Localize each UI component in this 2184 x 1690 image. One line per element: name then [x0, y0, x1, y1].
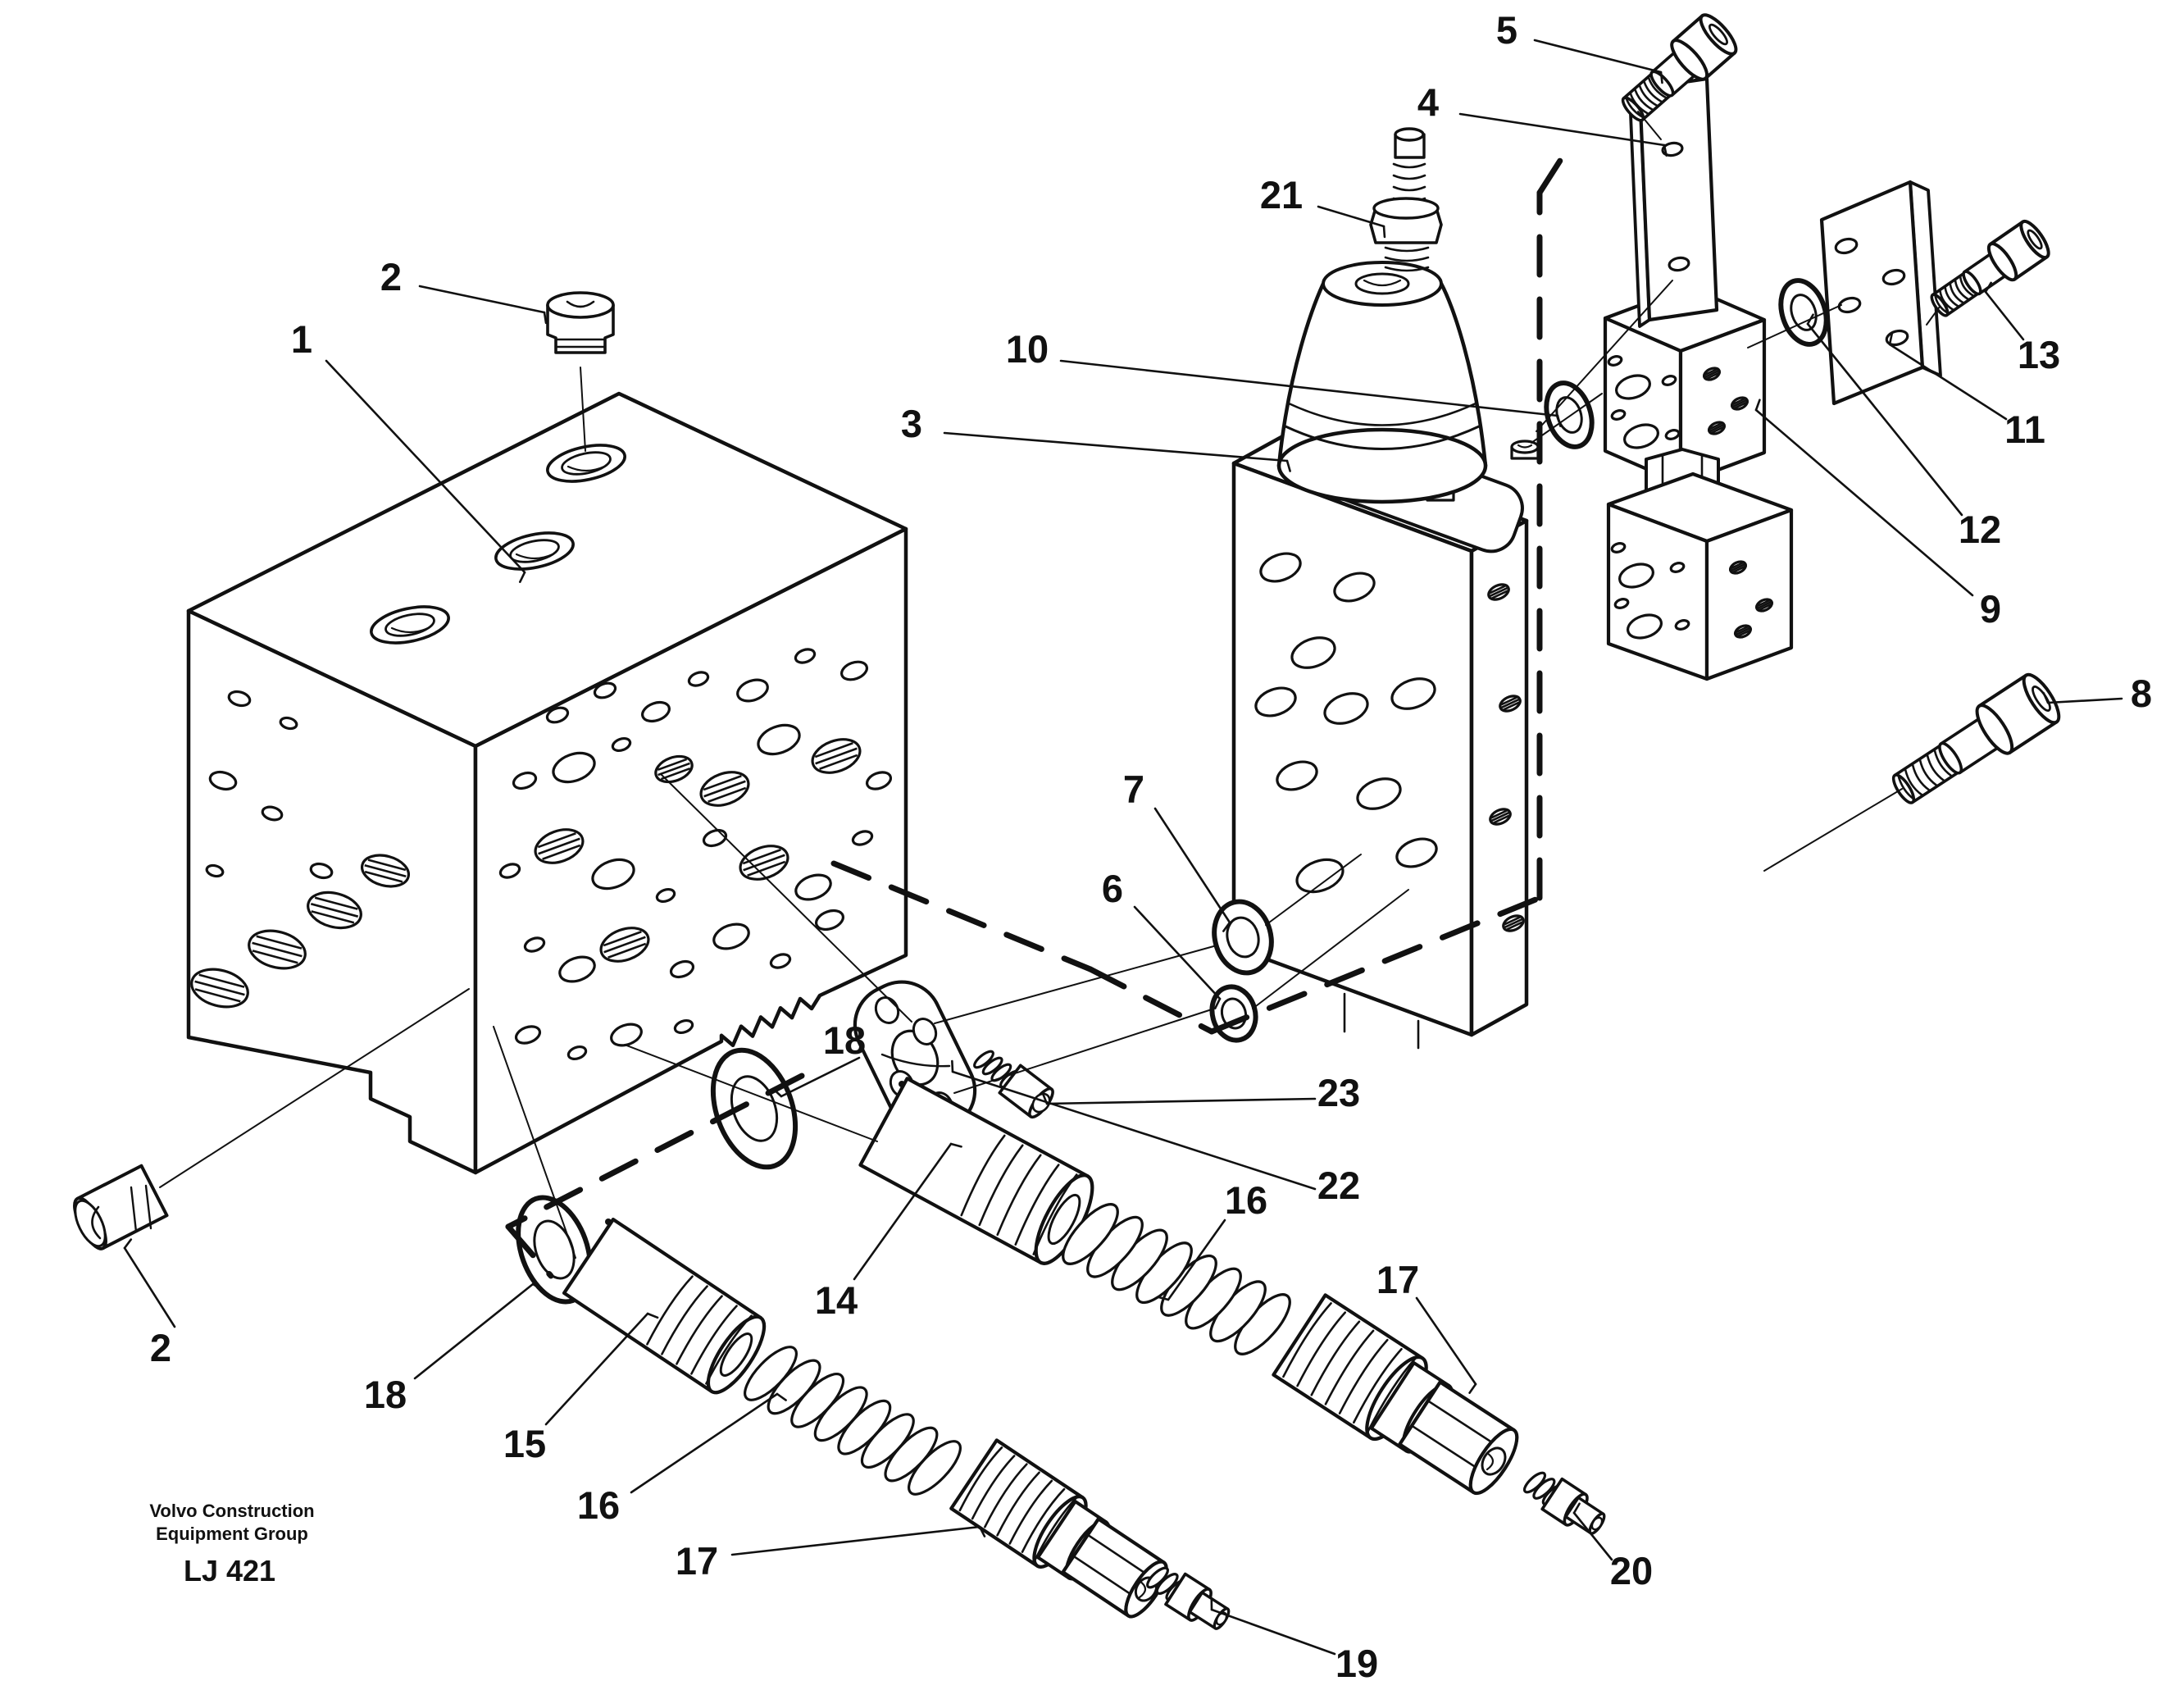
callout-2: 2: [380, 255, 402, 298]
footer-line1: Volvo Construction: [149, 1501, 314, 1521]
callout-13: 13: [2018, 333, 2060, 376]
callout-17: 17: [676, 1539, 718, 1583]
callout-2: 2: [150, 1326, 171, 1369]
callout-20: 20: [1610, 1549, 1653, 1592]
clamp-screw-23: [973, 1050, 1054, 1119]
callout-4: 4: [1417, 80, 1439, 124]
callout-18: 18: [823, 1018, 866, 1062]
callout-15: 15: [503, 1422, 546, 1465]
callout-9: 9: [1980, 587, 2001, 631]
o-ring-10: [1544, 380, 1595, 449]
socket-bolt-8: [1891, 672, 2061, 804]
callout-22: 22: [1317, 1164, 1360, 1207]
callout-7: 7: [1123, 768, 1144, 811]
callout-17: 17: [1376, 1258, 1419, 1301]
relief-cone-cap: [1276, 261, 1488, 504]
callout-layer: 1223456789101112131415161617171818192021…: [123, 8, 2152, 1685]
axis-lines: [159, 111, 1941, 1259]
callout-8: 8: [2131, 672, 2152, 715]
callout-1: 1: [291, 317, 312, 361]
callout-21: 21: [1260, 173, 1303, 216]
callout-11: 11: [2004, 408, 2045, 451]
shuttle-block-lower: [1606, 471, 1794, 681]
spring-16-lower: [744, 1346, 962, 1496]
callout-5: 5: [1496, 8, 1517, 52]
callout-18: 18: [364, 1373, 407, 1416]
callout-10: 10: [1006, 327, 1049, 371]
o-ring-18-right: [710, 1047, 799, 1170]
grease-nipple-20: [1522, 1471, 1606, 1535]
o-ring-18-left: [516, 1195, 593, 1305]
callout-16: 16: [577, 1483, 620, 1527]
top-plug: [546, 291, 615, 354]
footer-code: LJ 421: [184, 1554, 275, 1588]
bottom-plug: [73, 1164, 169, 1250]
footer-line2: Equipment Group: [156, 1524, 308, 1544]
valve-cartridge-17-upper: [1272, 1293, 1519, 1496]
adjuster-nipple-21: [1369, 127, 1443, 272]
grease-nipple-19: [1146, 1566, 1231, 1630]
callout-23: 23: [1317, 1071, 1360, 1114]
spool-sleeve-15: [562, 1217, 767, 1395]
main-valve-block: [186, 391, 908, 1175]
callout-19: 19: [1335, 1642, 1378, 1685]
callout-12: 12: [1959, 508, 2001, 551]
spring-16-upper: [1062, 1203, 1291, 1355]
mounting-plate-4: [1628, 76, 1719, 328]
socket-bolt-13: [1930, 219, 2050, 317]
spool-sleeve-14: [858, 1077, 1094, 1265]
callout-14: 14: [815, 1278, 858, 1322]
dashed-assembly-path: [505, 151, 1567, 1279]
callout-6: 6: [1102, 867, 1123, 910]
shuttle-block-upper: [1603, 285, 1767, 486]
o-ring-6: [1209, 984, 1258, 1043]
callout-16: 16: [1225, 1178, 1267, 1222]
callout-3: 3: [901, 402, 922, 445]
end-plate-11: [1819, 180, 1942, 406]
valve-cartridge-17-lower: [949, 1438, 1168, 1619]
